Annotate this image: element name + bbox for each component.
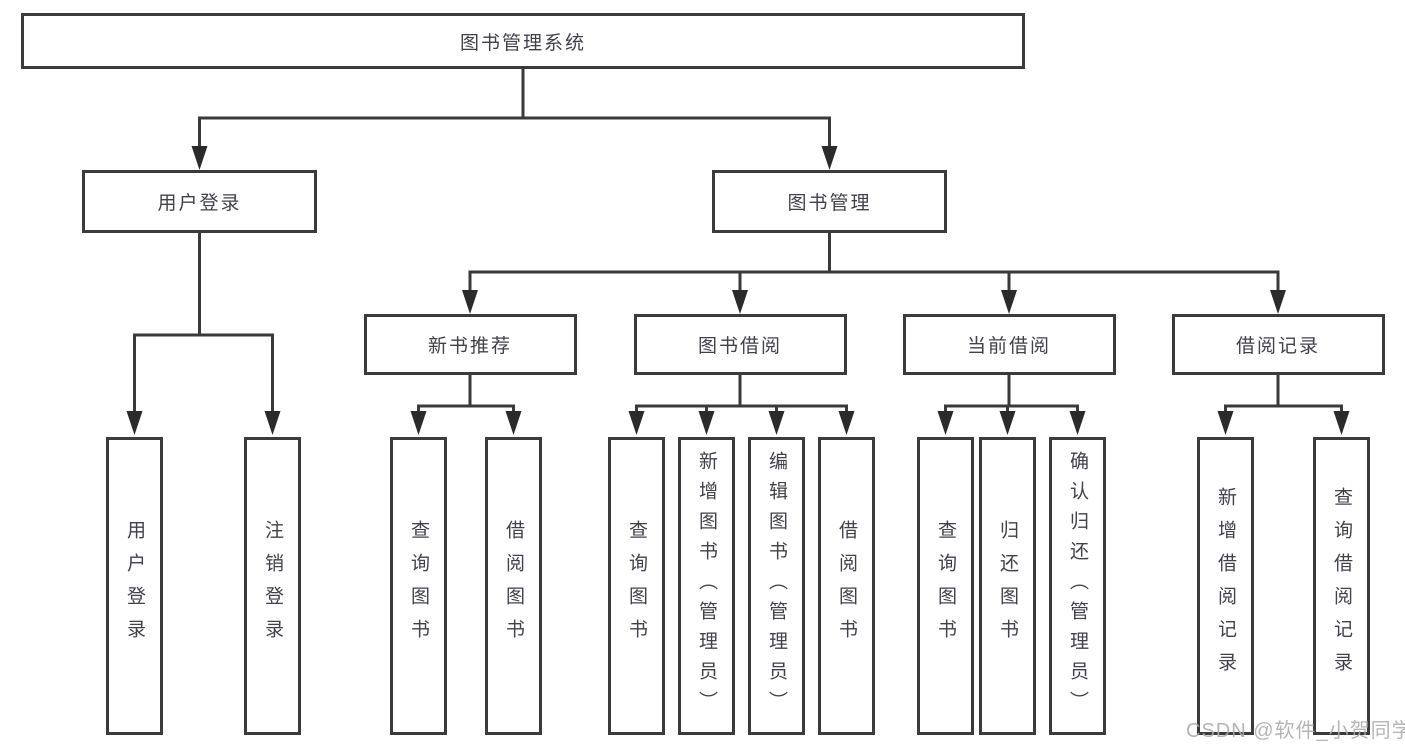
arrowheads xyxy=(126,146,1350,435)
node-user-login: 用户登录 xyxy=(82,170,317,233)
node-book-borrowing-label: 图书借阅 xyxy=(697,336,782,357)
leaf-edit-books-admin-label: 编辑图书（管理员） xyxy=(766,451,787,721)
leaf-borrow-books-recommend: 借阅图书 xyxy=(485,437,542,735)
node-current-borrowing-label: 当前借阅 xyxy=(966,336,1051,357)
arrowhead-icon xyxy=(821,146,838,170)
connector-current-borrow-branch xyxy=(944,375,1079,411)
node-current-borrowing: 当前借阅 xyxy=(902,314,1116,375)
arrowhead-icon xyxy=(1069,411,1086,435)
arrowhead-icon xyxy=(838,411,855,435)
leaf-logout-label: 注销登录 xyxy=(262,520,283,652)
arrowhead-icon xyxy=(937,411,954,435)
node-new-book-recommend-label: 新书推荐 xyxy=(427,336,512,357)
leaf-query-borrow-record: 查询借阅记录 xyxy=(1313,437,1370,735)
leaf-query-books-recommend: 查询图书 xyxy=(390,437,447,735)
leaf-borrow-books-label: 借阅图书 xyxy=(836,520,857,652)
arrowhead-icon xyxy=(264,411,281,435)
arrowhead-icon xyxy=(999,411,1016,435)
leaf-logout: 注销登录 xyxy=(244,437,301,735)
leaf-query-borrow-record-label: 查询借阅记录 xyxy=(1331,487,1352,685)
leaf-add-books-admin: 新增图书（管理员） xyxy=(678,437,735,735)
leaf-user-login: 用户登录 xyxy=(106,437,163,735)
connector-borrow-records-branch xyxy=(1224,375,1343,411)
node-user-login-label: 用户登录 xyxy=(157,193,242,214)
leaf-edit-books-admin: 编辑图书（管理员） xyxy=(748,437,805,735)
arrowhead-icon xyxy=(628,411,645,435)
leaf-query-books-borrowing-label: 查询图书 xyxy=(626,520,647,652)
arrowhead-icon xyxy=(732,290,748,314)
node-borrowing-records-label: 借阅记录 xyxy=(1235,336,1320,357)
arrowhead-icon xyxy=(191,146,208,170)
arrowhead-icon xyxy=(1217,411,1234,435)
node-new-book-recommend: 新书推荐 xyxy=(363,314,577,375)
arrowhead-icon xyxy=(1001,290,1017,314)
connector-user-login-branch xyxy=(133,233,274,411)
connector-root-to-level2 xyxy=(198,69,831,146)
leaf-borrow-books: 借阅图书 xyxy=(818,437,875,735)
connector-new-book-rec-branch xyxy=(417,375,515,411)
leaf-confirm-return-admin-label: 确认归还（管理员） xyxy=(1067,451,1088,721)
arrowhead-icon xyxy=(462,290,478,314)
connector-book-mgmt-branch xyxy=(468,233,1280,290)
arrowhead-icon xyxy=(768,411,785,435)
arrowhead-icon xyxy=(410,411,427,435)
arrowhead-icon xyxy=(1333,411,1350,435)
node-root-system: 图书管理系统 xyxy=(21,13,1025,69)
leaf-add-borrow-record-label: 新增借阅记录 xyxy=(1215,487,1236,685)
node-book-management-label: 图书管理 xyxy=(787,193,872,214)
leaf-add-books-admin-label: 新增图书（管理员） xyxy=(696,451,717,721)
leaf-confirm-return-admin: 确认归还（管理员） xyxy=(1049,437,1106,735)
leaf-query-books-current-label: 查询图书 xyxy=(935,520,956,652)
leaf-query-books-current: 查询图书 xyxy=(917,437,974,735)
leaf-user-login-label: 用户登录 xyxy=(124,520,145,652)
leaf-return-books-label: 归还图书 xyxy=(997,520,1018,652)
arrowhead-icon xyxy=(505,411,522,435)
connector-book-borrow-branch xyxy=(635,375,848,411)
node-book-borrowing: 图书借阅 xyxy=(633,314,847,375)
leaf-add-borrow-record: 新增借阅记录 xyxy=(1197,437,1254,735)
node-root-label: 图书管理系统 xyxy=(459,32,586,54)
leaf-return-books: 归还图书 xyxy=(979,437,1036,735)
csdn-watermark: CSDN @软件_小贺同学 xyxy=(1186,720,1405,742)
leaf-query-books-borrowing: 查询图书 xyxy=(608,437,665,735)
arrowhead-icon xyxy=(126,411,143,435)
node-book-management: 图书管理 xyxy=(712,170,947,233)
arrowhead-icon xyxy=(1270,290,1286,314)
arrowhead-icon xyxy=(698,411,715,435)
leaf-borrow-books-recommend-label: 借阅图书 xyxy=(503,520,524,652)
leaf-query-books-recommend-label: 查询图书 xyxy=(408,520,429,652)
node-borrowing-records: 借阅记录 xyxy=(1171,314,1385,375)
